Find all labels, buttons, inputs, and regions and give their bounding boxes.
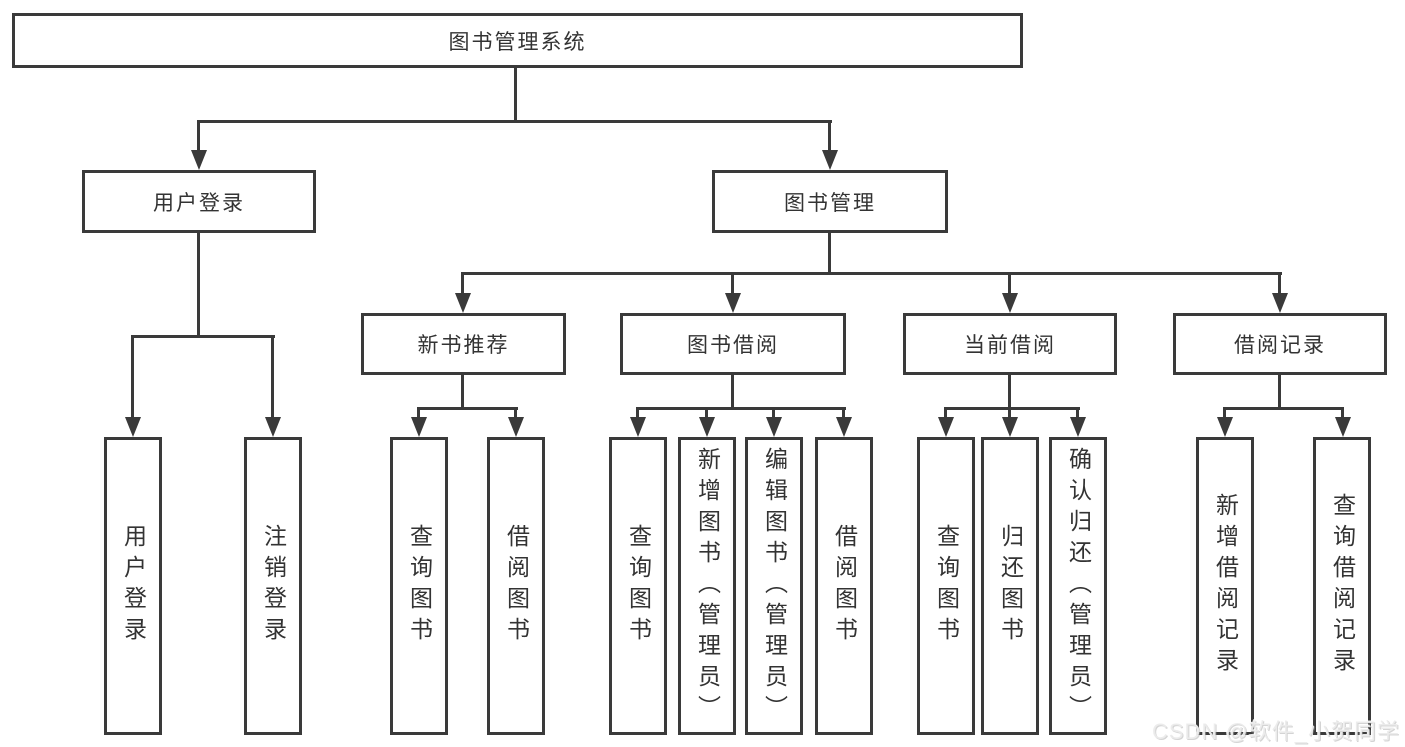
arrow-down-icon <box>455 293 471 313</box>
connector-line <box>131 335 134 421</box>
leaf-add-book-admin: 新增图书（管理员） <box>678 437 736 735</box>
connector-line <box>944 407 947 419</box>
leaf-label: 查询图书 <box>625 524 652 648</box>
connector-line <box>828 120 831 154</box>
connector-line <box>828 233 831 272</box>
leaf-label: 新增图书（管理员） <box>694 446 721 726</box>
connector-line <box>197 120 200 154</box>
connector-line <box>1008 375 1011 407</box>
arrow-down-icon <box>411 417 427 437</box>
node-current-borrow: 当前借阅 <box>903 313 1117 375</box>
leaf-label: 借阅图书 <box>831 524 858 648</box>
connector-line <box>197 120 832 123</box>
connector-line <box>514 68 517 120</box>
arrow-down-icon <box>1272 293 1288 313</box>
node-book-borrow: 图书借阅 <box>620 313 846 375</box>
connector-line <box>944 407 1080 410</box>
watermark: CSDN @软件_小贺同学 <box>1152 719 1401 744</box>
arrow-down-icon <box>725 293 741 313</box>
connector-line <box>417 407 420 419</box>
leaf-query-books-current: 查询图书 <box>917 437 975 735</box>
leaf-return-books: 归还图书 <box>981 437 1039 735</box>
connector-line <box>772 407 775 419</box>
node-book-management: 图书管理 <box>712 170 948 233</box>
connector-line <box>131 335 275 338</box>
leaf-borrow-books: 借阅图书 <box>815 437 873 735</box>
connector-line <box>731 375 734 407</box>
connector-line <box>1341 407 1344 419</box>
leaf-label: 注销登录 <box>260 524 287 648</box>
leaf-user-login: 用户登录 <box>104 437 162 735</box>
leaf-label: 查询借阅记录 <box>1329 493 1356 679</box>
connector-line <box>1008 407 1011 419</box>
connector-line <box>197 233 200 335</box>
connector-line <box>636 407 846 410</box>
arrow-down-icon <box>1002 417 1018 437</box>
connector-line <box>842 407 845 419</box>
connector-line <box>1076 407 1079 419</box>
connector-line <box>417 407 518 410</box>
connector-line <box>636 407 639 419</box>
arrow-down-icon <box>265 417 281 437</box>
arrow-down-icon <box>630 417 646 437</box>
arrow-down-icon <box>1002 293 1018 313</box>
leaf-label: 确认归还（管理员） <box>1065 446 1092 726</box>
connector-line <box>461 272 1282 275</box>
connector-line <box>731 272 734 295</box>
connector-line <box>1223 407 1226 419</box>
arrow-down-icon <box>508 417 524 437</box>
leaf-logout: 注销登录 <box>244 437 302 735</box>
arrow-down-icon <box>1217 417 1233 437</box>
arrow-down-icon <box>1335 417 1351 437</box>
connector-line <box>1278 375 1281 407</box>
arrow-down-icon <box>766 417 782 437</box>
leaf-add-borrow-record: 新增借阅记录 <box>1196 437 1254 735</box>
arrow-down-icon <box>836 417 852 437</box>
leaf-borrow-books-recommend: 借阅图书 <box>487 437 545 735</box>
leaf-query-books-borrow: 查询图书 <box>609 437 667 735</box>
arrow-down-icon <box>699 417 715 437</box>
leaf-confirm-return-admin: 确认归还（管理员） <box>1049 437 1107 735</box>
leaf-query-books-recommend: 查询图书 <box>390 437 448 735</box>
leaf-edit-book-admin: 编辑图书（管理员） <box>745 437 803 735</box>
node-library-management-system: 图书管理系统 <box>12 13 1023 68</box>
connector-line <box>705 407 708 419</box>
arrow-down-icon <box>938 417 954 437</box>
arrow-down-icon <box>191 150 207 170</box>
node-borrow-records: 借阅记录 <box>1173 313 1387 375</box>
node-user-login: 用户登录 <box>82 170 316 233</box>
connector-line <box>1008 272 1011 295</box>
leaf-query-borrow-record: 查询借阅记录 <box>1313 437 1371 735</box>
connector-line <box>271 335 274 421</box>
leaf-label: 新增借阅记录 <box>1212 493 1239 679</box>
arrow-down-icon <box>822 150 838 170</box>
arrow-down-icon <box>1070 417 1086 437</box>
connector-line <box>461 272 464 295</box>
connector-line <box>1223 407 1344 410</box>
leaf-label: 查询图书 <box>406 524 433 648</box>
leaf-label: 编辑图书（管理员） <box>761 446 788 726</box>
node-new-book-recommend: 新书推荐 <box>361 313 566 375</box>
connector-line <box>461 375 464 407</box>
leaf-label: 用户登录 <box>120 524 147 648</box>
leaf-label: 归还图书 <box>997 524 1024 648</box>
connector-line <box>1278 272 1281 295</box>
arrow-down-icon <box>125 417 141 437</box>
leaf-label: 查询图书 <box>933 524 960 648</box>
leaf-label: 借阅图书 <box>503 524 530 648</box>
connector-line <box>514 407 517 419</box>
